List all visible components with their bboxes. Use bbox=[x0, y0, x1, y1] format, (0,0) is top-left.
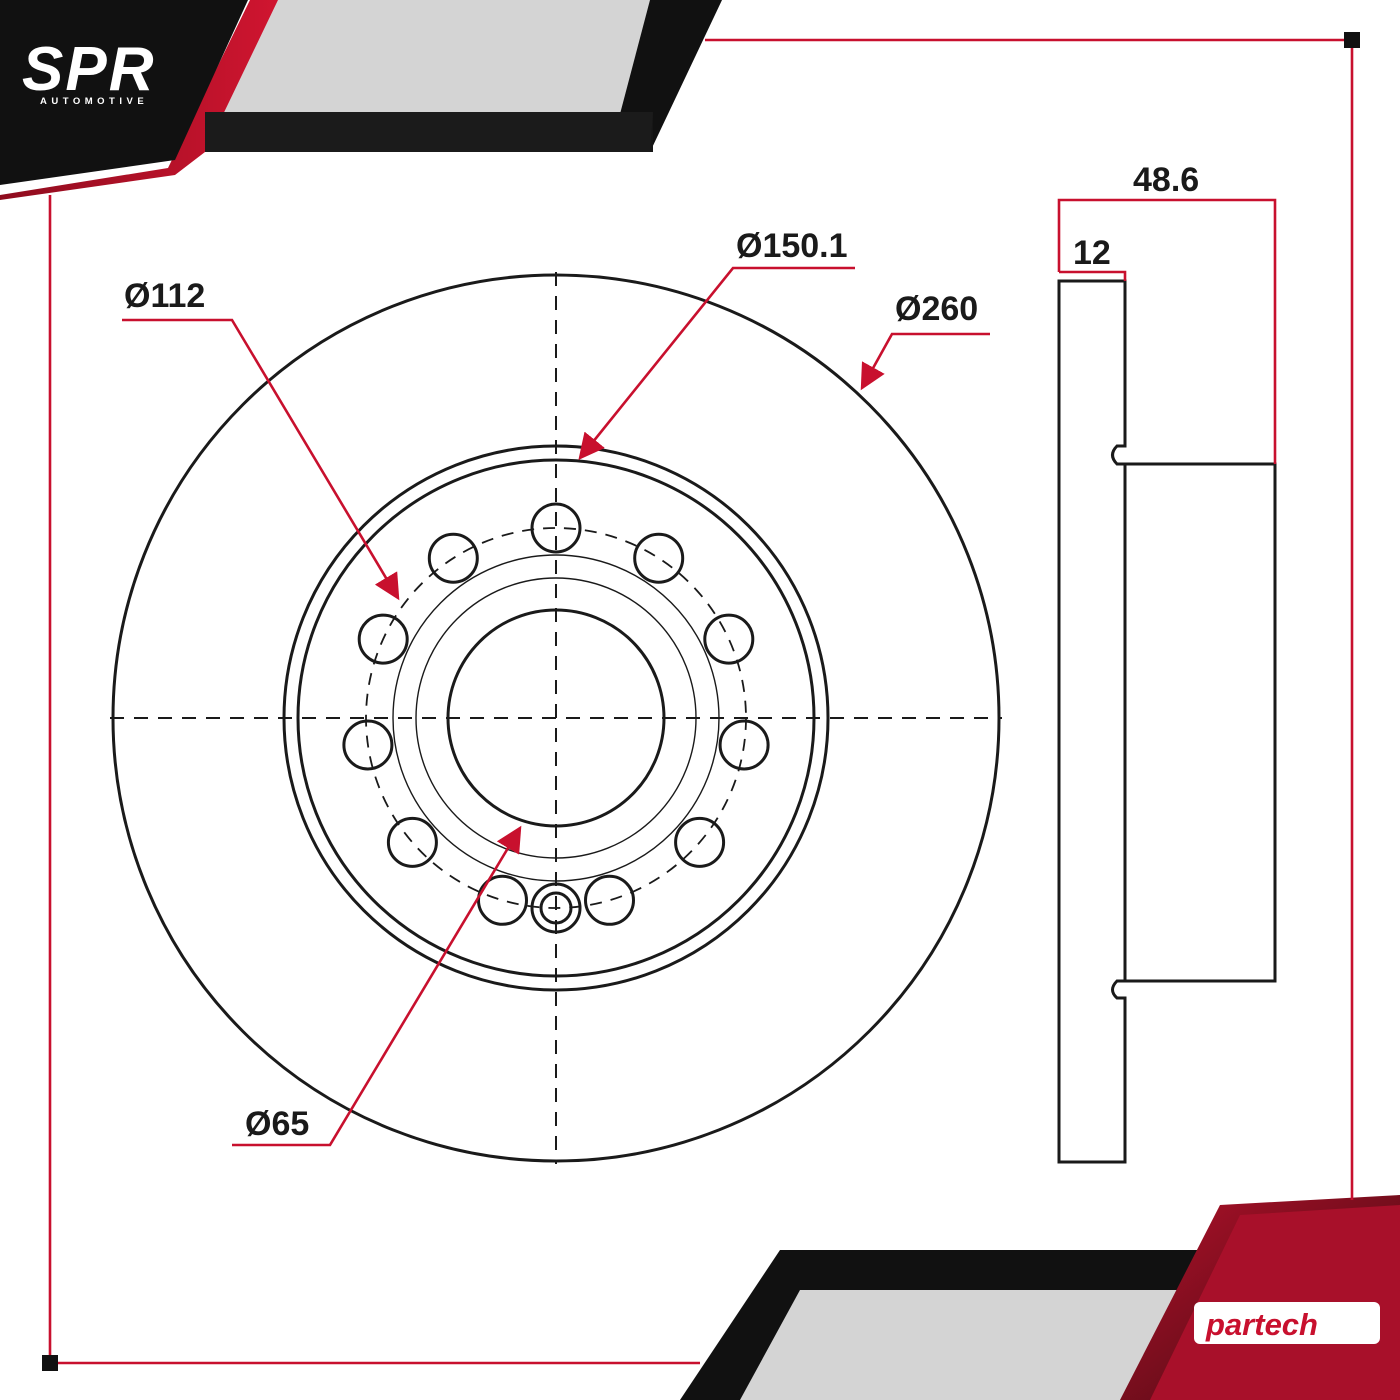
label-center-bore: Ø65 bbox=[245, 1105, 309, 1143]
bottom-banner bbox=[680, 1195, 1400, 1400]
dim-overall-height bbox=[1057, 198, 1277, 464]
label-hat-diameter: Ø150.1 bbox=[736, 227, 848, 265]
dim-thickness bbox=[1059, 270, 1127, 281]
bolt-hole bbox=[427, 532, 479, 584]
partech-logo-text: partech bbox=[1205, 1307, 1318, 1342]
side-profile-outline bbox=[1057, 279, 1277, 1164]
bottom-banner-gray-band bbox=[740, 1290, 1190, 1400]
spr-logo-tagline: AUTOMOTIVE bbox=[40, 96, 148, 107]
leader-outer-diameter bbox=[860, 332, 990, 391]
bolt-hole bbox=[342, 719, 394, 771]
leader-bolt-circle bbox=[122, 318, 400, 601]
top-banner-red-stripe bbox=[0, 0, 278, 200]
label-bolt-circle: Ø112 bbox=[124, 277, 205, 315]
bolt-hole bbox=[718, 719, 770, 771]
spr-logo: SPR AUTOMOTIVE bbox=[22, 35, 155, 107]
disc-front-view bbox=[110, 272, 1002, 1164]
bolt-hole bbox=[530, 502, 582, 554]
partech-logo: partech bbox=[1194, 1302, 1380, 1344]
bolt-hole bbox=[477, 874, 528, 926]
top-banner bbox=[0, 0, 722, 200]
partech-logo-box bbox=[1194, 1302, 1380, 1344]
bolt-hole bbox=[584, 874, 635, 926]
bolt-holes bbox=[342, 502, 770, 926]
leader-center-bore bbox=[232, 825, 522, 1147]
label-thickness: 12 bbox=[1073, 234, 1111, 272]
frame-lines bbox=[42, 32, 1360, 1371]
bolt-hole bbox=[674, 816, 726, 868]
bolt-hole bbox=[703, 613, 755, 665]
dimension-callouts: Ø112 Ø150.1 Ø260 Ø65 48.6 12 bbox=[122, 161, 1277, 1147]
label-overall-height: 48.6 bbox=[1133, 161, 1199, 199]
disc-side-view bbox=[1057, 279, 1277, 1164]
bolt-hole bbox=[357, 613, 409, 665]
label-outer-diameter: Ø260 bbox=[895, 290, 978, 328]
top-banner-black-plate bbox=[0, 0, 248, 185]
leader-hat-diameter bbox=[578, 266, 855, 461]
bolt-hole bbox=[633, 532, 685, 584]
bolt-hole bbox=[386, 816, 438, 868]
spr-logo-name: SPR bbox=[22, 35, 155, 104]
